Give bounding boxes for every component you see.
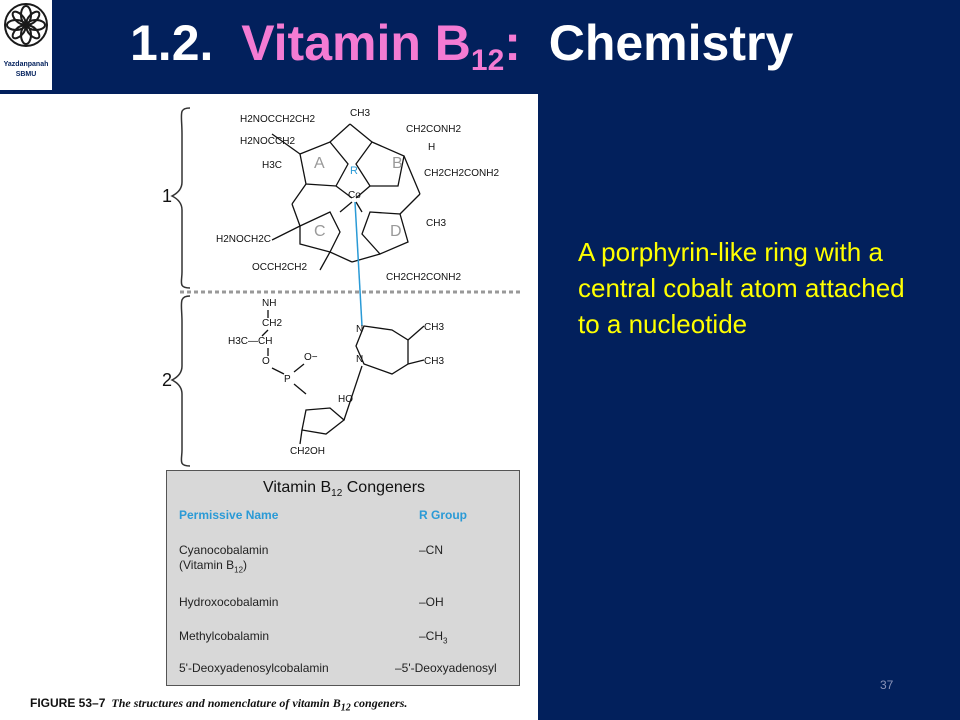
row-4-r: –5'-Deoxyadenosyl [395,661,497,675]
group-20: CH3 [424,356,444,367]
ring-label-b: B [392,155,403,172]
group-21: N [356,324,363,335]
table-row-name: Cyanocobalamin (Vitamin B12) [179,543,268,577]
congeners-table: Vitamin B12 Congeners Permissive Name R … [166,470,520,686]
ring-label-c: C [314,223,326,240]
caption-text-prefix: The structures and nomenclature of vitam… [111,696,341,710]
figure-panel: 1 2 [0,94,538,720]
table-title: Vitamin B12 Congeners [167,479,521,499]
group-12: CH2 [262,318,282,329]
group-13: H3C—CH [228,336,272,347]
bracket-label-2: 2 [162,370,172,390]
group-19: CH3 [424,322,444,333]
page-title: 1.2. Vitamin B12: Chemistry [130,8,793,78]
row-1-name: Cyanocobalamin [179,543,269,557]
table-title-prefix: Vitamin B [262,479,332,496]
group-15: P [284,374,291,385]
metal-co: Co [348,190,361,201]
row-3-r: –CH3 [419,629,447,648]
table-title-suffix: Congeners [342,479,426,496]
ring-label-d: D [390,223,402,240]
row-2-name: Hydroxocobalamin [179,595,279,609]
group-23: H [428,142,435,153]
group-3: CH3 [350,108,370,119]
row-1-name2-sub: 12 [234,565,244,575]
column-header-name: Permissive Name [179,508,279,522]
row-3-name: Methylcobalamin [179,629,270,643]
r-label: R [350,165,358,177]
caption-text: The structures and nomenclature of vitam… [111,696,408,714]
group-5: CH2CONH2 [406,124,461,135]
row-3-r-sub: 3 [443,636,448,646]
caption-label: FIGURE 53–7 [30,696,106,710]
group-22: N [356,354,363,365]
group-18: CH2OH [290,446,325,457]
figure-caption: FIGURE 53–7 The structures and nomenclat… [30,696,407,713]
group-10: CH2CH2CONH2 [386,272,461,283]
ring-label-a: A [314,155,325,172]
body-text: A porphyrin-like ring with a central cob… [578,237,905,339]
logo: Yazdanpanah SBMU [0,0,52,90]
title-colon: : [504,15,521,71]
group-14: O [262,356,270,367]
bracket-label-1: 1 [162,186,172,206]
group-7: H2NOCH2C [216,234,271,245]
row-3-r-prefix: –CH [419,629,444,643]
group-4: H3C [262,160,282,171]
group-6: CH2CH2CONH2 [424,168,499,179]
group-16: O− [304,352,318,363]
title-number: 1.2. [130,15,214,71]
caption-text-suffix: congeners. [350,696,408,710]
logo-line-2: SBMU [15,71,37,78]
row-1-name2-prefix: (Vitamin B [179,558,235,572]
table-title-sub: 12 [331,488,343,500]
row-2-r: –OH [419,595,444,609]
row-4-name: 5'-Deoxyadenosylcobalamin [179,661,329,675]
caption-text-sub: 12 [340,702,351,714]
title-vitamin-sub: 12 [470,44,505,77]
column-header-r-group: R Group [419,508,467,522]
university-emblem-icon [4,3,48,47]
group-9: CH3 [426,218,446,229]
row-1-r: –CN [419,543,444,557]
group-2: H2NOCCH2 [240,136,295,147]
row-1-name-2: (Vitamin B12) [179,558,268,577]
group-17: HO [338,394,353,405]
group-8: OCCH2CH2 [252,262,307,273]
row-1-name2-suffix: ) [243,558,248,572]
group-1: H2NOCCH2CH2 [240,114,315,125]
title-vitamin: Vitamin B12: [241,15,521,76]
group-11: NH [262,298,276,309]
title-rest: Chemistry [548,15,794,71]
page-number: 37 [880,678,894,692]
logo-line-1: Yazdanpanah [3,61,49,68]
title-vitamin-prefix: Vitamin B [241,15,471,71]
vitamin-b12-structure: 1 2 [162,107,520,467]
